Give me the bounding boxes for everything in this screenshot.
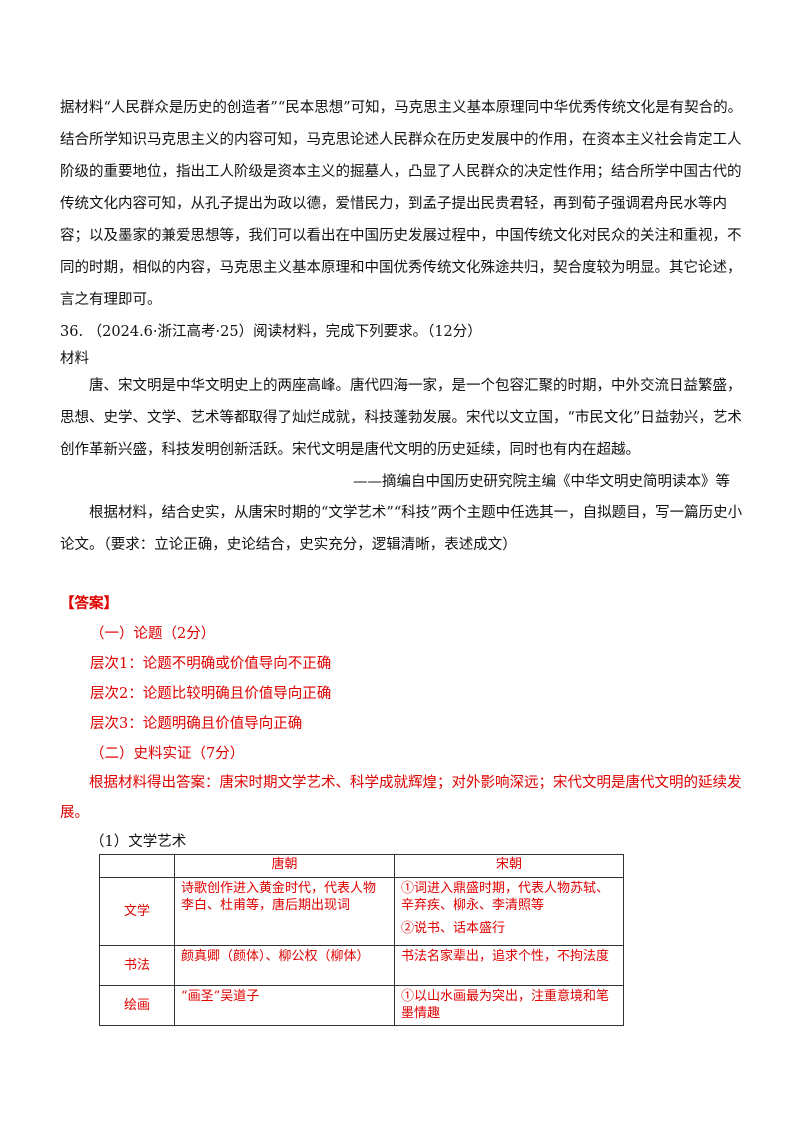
answer-part2: （二）史料实证（7分）	[90, 746, 245, 762]
row-label: 绘画	[99, 985, 175, 1026]
table-header-tang: 唐朝	[174, 854, 395, 878]
answer-summary: 根据材料得出答案：唐宋时期文学艺术、科学成就辉煌；对外影响深远；宋代文明是唐代文…	[60, 775, 742, 821]
material-text: 唐、宋文明是中华文明史上的两座高峰。唐代四海一家，是一个包容汇聚的时期，中外交流…	[60, 378, 742, 458]
song-cell: 书法名家辈出，追求个性，不拘法度	[394, 945, 624, 986]
material-source: ——摘编自中国历史研究院主编《中华文明史简明读本》等	[353, 474, 730, 490]
question-header: 36. （2024.6·浙江高考·25）阅读材料，完成下列要求。（12分）	[60, 324, 482, 340]
tang-cell: “画圣”吴道子	[174, 985, 395, 1026]
row-label: 文学	[99, 877, 175, 946]
answer-part1: （一）论题（2分）	[90, 626, 216, 642]
tang-cell: 诗歌创作进入黄金时代，代表人物李白、杜甫等，唐后期出现词	[174, 877, 395, 946]
table-row: 绘画 “画圣”吴道子 ①以山水画最为突出，注重意境和笔墨情趣	[99, 985, 624, 1026]
answer-label: 【答案】	[60, 595, 118, 612]
table-header-song: 宋朝	[394, 854, 624, 878]
table-header-empty	[99, 854, 175, 878]
material-label: 材料	[60, 351, 89, 367]
answer-level1: 层次1：论题不明确或价值导向不正确	[90, 656, 332, 672]
answer-level3: 层次3：论题明确且价值导向正确	[90, 716, 303, 732]
table-row: 书法 颜真卿（颜体）、柳公权（柳体） 书法名家辈出，追求个性，不拘法度	[99, 945, 624, 986]
song-item: ①词进入鼎盛时期，代表人物苏轼、辛弃疾、柳永、李清照等	[401, 881, 610, 913]
table-header-row: 唐朝 宋朝	[99, 854, 624, 878]
song-item: ②说书、话本盛行	[401, 921, 506, 936]
row-label: 书法	[99, 945, 175, 986]
intro-paragraph: 据材料“人民群众是历史的创造者”“民本思想”可知，马克思主义基本原理同中华优秀传…	[60, 100, 743, 308]
answer-level2: 层次2：论题比较明确且价值导向正确	[90, 686, 332, 702]
song-cell: ①词进入鼎盛时期，代表人物苏轼、辛弃疾、柳永、李清照等 ②说书、话本盛行	[394, 877, 624, 946]
literature-art-table: 唐朝 宋朝 文学 诗歌创作进入黄金时代，代表人物李白、杜甫等，唐后期出现词 ①词…	[99, 854, 624, 1026]
table-row: 文学 诗歌创作进入黄金时代，代表人物李白、杜甫等，唐后期出现词 ①词进入鼎盛时期…	[99, 877, 624, 946]
tang-cell: 颜真卿（颜体）、柳公权（柳体）	[174, 945, 395, 986]
answer-sub1: （1）文学艺术	[90, 834, 187, 850]
song-cell: ①以山水画最为突出，注重意境和笔墨情趣	[394, 985, 624, 1026]
question-requirement: 根据材料，结合史实，从唐宋时期的“文学艺术”“科技”两个主题中任选其一，自拟题目…	[60, 505, 743, 553]
